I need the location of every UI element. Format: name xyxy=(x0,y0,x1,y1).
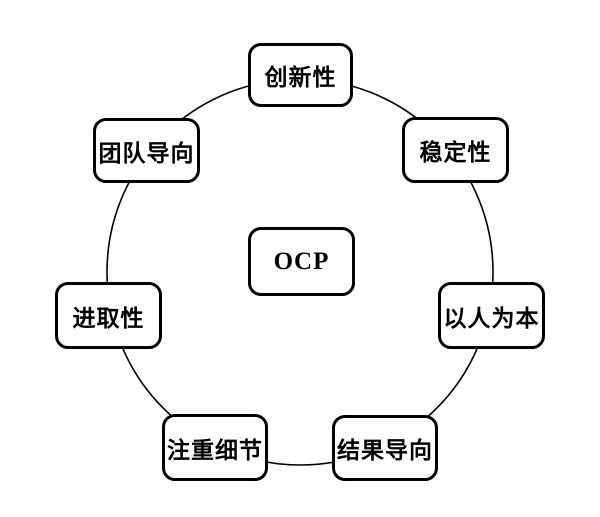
node-attention-to-detail-label: 注重细节 xyxy=(167,437,263,463)
node-center-ocp: OCP xyxy=(248,227,355,296)
node-enterprising-label: 进取性 xyxy=(72,305,145,331)
node-result-oriented-label: 结果导向 xyxy=(337,438,433,463)
node-stability: 稳定性 xyxy=(402,117,509,183)
node-people-oriented-label: 以人为本 xyxy=(443,305,540,331)
node-people-oriented: 以人为本 xyxy=(438,282,545,349)
node-innovation-label: 创新性 xyxy=(264,65,337,90)
node-enterprising: 进取性 xyxy=(55,282,162,349)
node-team-oriented: 团队导向 xyxy=(93,118,200,183)
node-attention-to-detail: 注重细节 xyxy=(162,414,268,481)
node-team-oriented-label: 团队导向 xyxy=(98,140,195,166)
node-center-ocp-label: OCP xyxy=(273,247,330,275)
node-result-oriented: 结果导向 xyxy=(332,415,438,481)
node-stability-label: 稳定性 xyxy=(419,140,492,165)
node-innovation: 创新性 xyxy=(248,43,353,107)
